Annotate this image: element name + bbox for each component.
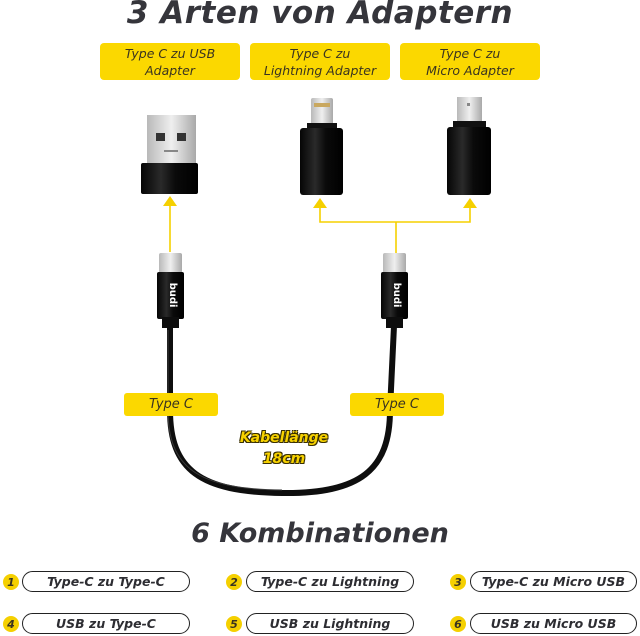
adapter-label-line1: Type C zu bbox=[289, 45, 351, 61]
combination-number-4: 4 bbox=[3, 616, 19, 632]
combination-item-4: USB zu Type-C bbox=[22, 613, 190, 634]
page-title: 3 Arten von Adaptern bbox=[126, 0, 514, 31]
combination-item-3: Type-C zu Micro USB bbox=[470, 571, 637, 592]
combination-number-3: 3 bbox=[450, 574, 466, 590]
combination-item-1: Type-C zu Type-C bbox=[22, 571, 190, 592]
cable-length-value: 18cm bbox=[262, 451, 306, 467]
combination-number-5: 5 bbox=[226, 616, 242, 632]
combination-number-1: 1 bbox=[3, 574, 19, 590]
cable-icon bbox=[157, 253, 408, 497]
arrow-to-lightning-and-micro-icon bbox=[313, 198, 477, 253]
arrow-to-usb-icon bbox=[163, 196, 177, 252]
lightning-adapter-icon bbox=[300, 98, 343, 195]
adapter-label-micro: Type C zu Micro Adapter bbox=[400, 43, 540, 80]
adapter-label-line2: Micro Adapter bbox=[426, 62, 514, 78]
combination-number-6: 6 bbox=[450, 616, 466, 632]
brand-logo-right: budi bbox=[391, 282, 402, 308]
micro-usb-adapter-icon bbox=[447, 97, 491, 195]
brand-logo-left: budi bbox=[167, 282, 178, 308]
combination-number-2: 2 bbox=[226, 574, 242, 590]
adapter-label-line1: Type C zu USB bbox=[124, 45, 216, 61]
combinations-title: 6 Kombinationen bbox=[191, 518, 449, 549]
combination-item-6: USB zu Micro USB bbox=[470, 613, 637, 634]
combination-item-2: Type-C zu Lightning bbox=[246, 571, 414, 592]
adapter-label-line1: Type C zu bbox=[439, 45, 501, 61]
product-illustration bbox=[141, 97, 491, 497]
combination-item-5: USB zu Lightning bbox=[246, 613, 414, 634]
cable-length-label: Kabellänge bbox=[239, 430, 329, 446]
adapter-label-line2: Adapter bbox=[145, 62, 195, 78]
adapter-label-line2: Lightning Adapter bbox=[263, 62, 377, 78]
adapter-label-usb: Type C zu USB Adapter bbox=[100, 43, 240, 80]
usb-a-adapter-icon bbox=[141, 115, 198, 194]
cable-end-label-left: Type C bbox=[124, 393, 218, 416]
cable-end-label-right: Type C bbox=[350, 393, 444, 416]
adapter-label-lightning: Type C zu Lightning Adapter bbox=[250, 43, 390, 80]
